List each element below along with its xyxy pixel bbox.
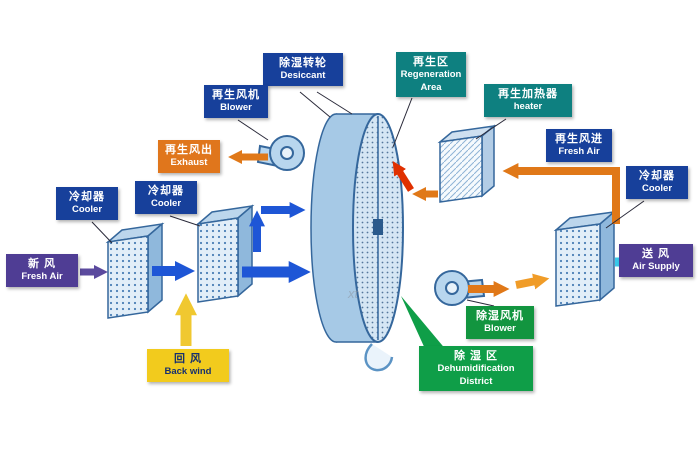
label-desiccant-en: Desiccant — [280, 70, 326, 82]
sheet-icon — [364, 343, 394, 372]
label-regen-area-en: Regeneration Area — [400, 69, 462, 93]
label-regen-heater: 再生加热器 heater — [484, 84, 572, 117]
label-cooler-3: 冷却器 Cooler — [626, 166, 688, 199]
label-cooler1-zh: 冷却器 — [69, 191, 105, 203]
cooler-box-3 — [553, 210, 617, 307]
label-regen-fresh-en: Fresh Air — [558, 146, 600, 158]
label-regen-blower-en: Blower — [220, 102, 252, 114]
watermark-text: xt — [348, 286, 359, 301]
label-exhaust: 再生风出 Exhaust — [158, 140, 220, 173]
wheel-regen-red-arrow — [392, 160, 414, 192]
label-desiccant-wheel: 除湿转轮 Desiccant — [263, 53, 343, 86]
label-cooler-1: 冷却器 Cooler — [56, 187, 118, 220]
label-back-wind-zh: 回 风 — [173, 353, 203, 365]
label-regen-heater-zh: 再生加热器 — [498, 88, 558, 100]
district-pointer — [401, 296, 447, 351]
label-back-wind-en: Back wind — [164, 366, 212, 378]
cooler-box-2 — [195, 204, 255, 303]
label-regen-blower-zh: 再生风机 — [212, 89, 260, 101]
to-cooler-arrow — [515, 273, 550, 290]
label-fresh-air: 新 风 Fresh Air — [6, 254, 78, 287]
label-regeneration-area: 再生区 Regeneration Area — [396, 52, 466, 97]
label-exhaust-en: Exhaust — [170, 157, 208, 169]
rotary-wheel — [310, 113, 404, 343]
label-regen-heater-en: heater — [513, 101, 543, 113]
leader-lines — [91, 91, 645, 307]
label-air-supply: 送 风 Air Supply — [619, 244, 693, 277]
label-exhaust-zh: 再生风出 — [165, 144, 213, 156]
label-cooler2-zh: 冷却器 — [148, 185, 184, 197]
label-air-supply-zh: 送 风 — [641, 248, 671, 260]
label-dehumid-blower: 除湿风机 Blower — [466, 306, 534, 339]
label-fresh-air-zh: 新 风 — [27, 258, 57, 270]
heater-box — [437, 124, 497, 203]
label-regen-fresh-air: 再生风进 Fresh Air — [546, 129, 612, 162]
label-regen-fresh-zh: 再生风进 — [555, 133, 603, 145]
label-regen-blower: 再生风机 Blower — [204, 85, 268, 118]
regen-inlet-arrow — [502, 163, 620, 224]
label-dehumid-blower-zh: 除湿风机 — [476, 310, 524, 322]
dehumid-blower-icon — [434, 270, 486, 306]
label-cooler3-en: Cooler — [641, 183, 673, 195]
label-dehumid-blower-en: Blower — [484, 323, 516, 335]
regen-blower-icon — [256, 135, 305, 171]
label-cooler2-en: Cooler — [150, 198, 182, 210]
label-district-zh: 除 湿 区 — [453, 350, 499, 362]
label-regen-area-zh: 再生区 — [413, 56, 449, 68]
label-air-supply-en: Air Supply — [632, 261, 680, 273]
label-cooler3-zh: 冷却器 — [639, 170, 675, 182]
label-back-wind: 回 风 Back wind — [147, 349, 229, 382]
label-district-en: Dehumidification District — [437, 363, 515, 387]
wheel-hub — [373, 219, 383, 235]
label-fresh-air-en: Fresh Air — [21, 271, 63, 283]
label-cooler1-en: Cooler — [71, 204, 103, 216]
label-dehumidification-district: 除 湿 区 Dehumidification District — [419, 346, 533, 391]
label-cooler-2: 冷却器 Cooler — [135, 181, 197, 214]
label-desiccant-zh: 除湿转轮 — [279, 57, 327, 69]
